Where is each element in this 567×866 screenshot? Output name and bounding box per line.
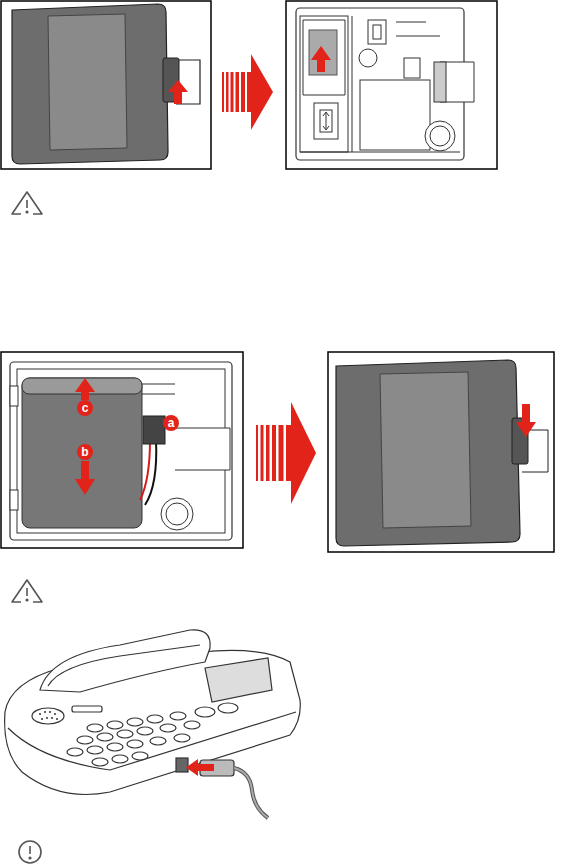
callout-letter: a <box>163 415 179 431</box>
info-icon <box>19 841 41 863</box>
desk-phone <box>5 630 301 818</box>
panel-close-cover <box>328 352 554 552</box>
warning-icon <box>12 192 42 214</box>
warning-icon <box>12 580 42 602</box>
step-arrow <box>256 402 316 504</box>
step-arrow <box>222 54 273 130</box>
panel-open-cover <box>1 1 211 169</box>
panel-sim <box>286 1 497 169</box>
callout-letter: b <box>77 444 93 460</box>
panel-battery <box>1 352 243 548</box>
callout-letter: c <box>77 400 93 416</box>
